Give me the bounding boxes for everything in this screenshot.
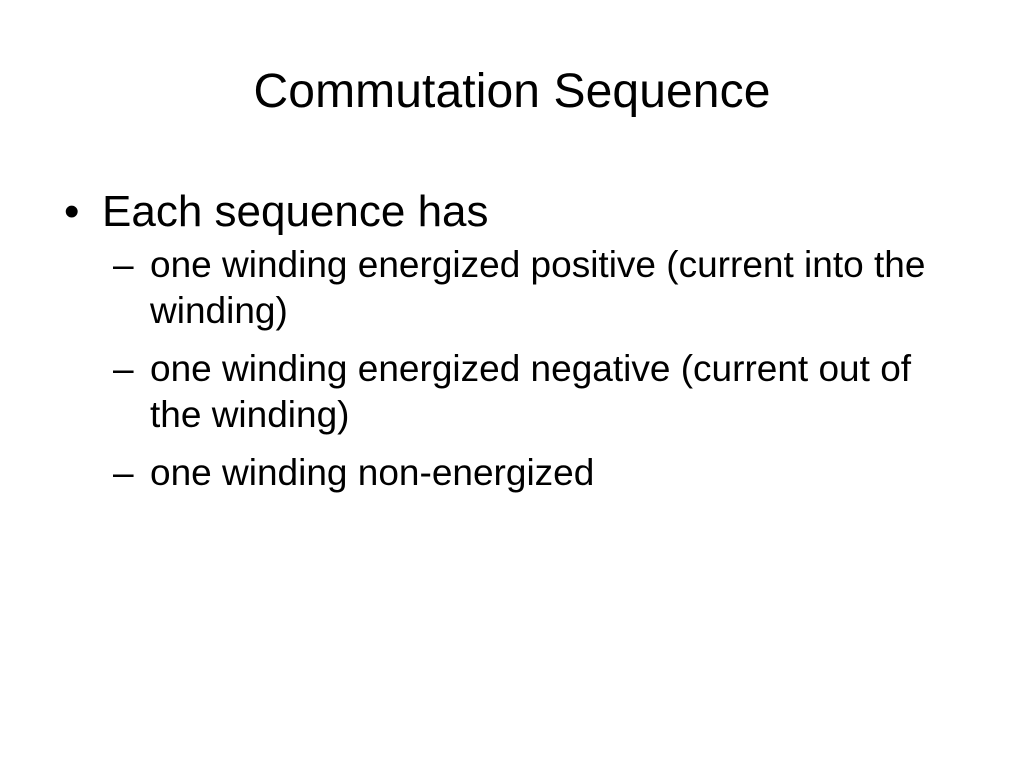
slide-body: • Each sequence has – one winding energi… bbox=[60, 186, 960, 496]
bullet-dot-icon: • bbox=[64, 187, 80, 236]
bullet-level2-item-non-energized: – one winding non-energized bbox=[60, 450, 960, 496]
bullet-level2-text-negative: one winding energized negative (current … bbox=[150, 348, 912, 435]
bullet-level2-item-positive: – one winding energized positive (curren… bbox=[60, 242, 960, 334]
dash-icon: – bbox=[113, 452, 134, 493]
dash-icon: – bbox=[113, 244, 134, 285]
bullet-level1-item: • Each sequence has bbox=[60, 186, 960, 238]
bullet-level2-item-negative: – one winding energized negative (curren… bbox=[60, 346, 960, 438]
bullet-level1-text: Each sequence has bbox=[102, 187, 489, 236]
slide-title: Commutation Sequence bbox=[253, 65, 771, 118]
bullet-level2-text-positive: one winding energized positive (current … bbox=[150, 244, 926, 331]
bullet-level2-list: – one winding energized positive (curren… bbox=[60, 242, 960, 496]
bullet-level2-text-non-energized: one winding non-energized bbox=[150, 452, 595, 493]
dash-icon: – bbox=[113, 348, 134, 389]
